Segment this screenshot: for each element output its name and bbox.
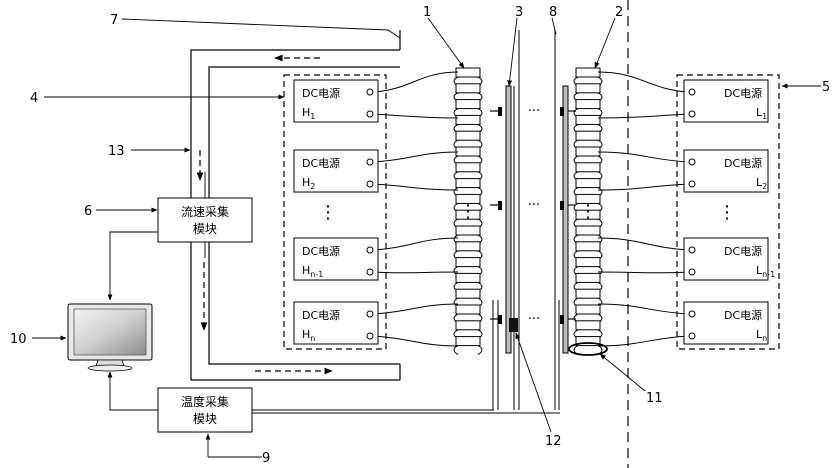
svg-text:···: ··· [528, 198, 540, 213]
right-stack-ellipsis: ⋮ [579, 201, 597, 222]
dc-power-label: DC电源 [302, 308, 340, 322]
wire-right-bottom [598, 114, 689, 118]
label-2: 2 [615, 5, 623, 20]
terminal-positive [367, 311, 373, 317]
dc-power-label: DC电源 [724, 86, 762, 100]
label-5: 5 [822, 80, 830, 95]
sensor-block [509, 318, 518, 332]
terminal-negative [367, 269, 373, 275]
wire-right-top [598, 304, 689, 314]
left-dc-source-3: DC电源Hn-1 [294, 238, 378, 280]
terminal-negative [689, 333, 695, 339]
wire-right-top [598, 72, 689, 92]
monitor-icon [68, 304, 152, 371]
right-stack-module-18 [574, 337, 602, 355]
svg-text:模块: 模块 [193, 222, 217, 236]
terminal-negative [367, 181, 373, 187]
wire-right-bottom [598, 336, 689, 346]
hot-plate [506, 86, 511, 353]
right-dc-source-4: DC电源Ln [684, 302, 768, 344]
left-stack-module-12 [454, 242, 482, 260]
svg-text:···: ··· [528, 104, 540, 119]
left-stack-ellipsis: ⋮ [459, 201, 477, 222]
right-stack-module-14 [574, 273, 602, 291]
terminal-positive [689, 89, 695, 95]
dc-power-label: DC电源 [302, 86, 340, 100]
label-6: 6 [84, 204, 92, 219]
dc-power-label: DC电源 [724, 156, 762, 170]
left-stack-module-17 [454, 321, 482, 339]
right-stack-module-12 [574, 242, 602, 260]
wire-right-bottom [598, 184, 689, 190]
right-source-ellipsis: ⋮ [718, 202, 736, 223]
plates [490, 30, 576, 410]
dc-power-label: DC电源 [302, 244, 340, 258]
terminal-negative [689, 181, 695, 187]
svg-text:模块: 模块 [193, 412, 217, 426]
temperature-sampling-module: 温度采集 模块 [158, 388, 252, 432]
label-7: 7 [110, 13, 118, 28]
dc-power-label: DC电源 [724, 308, 762, 322]
right-dc-source-3: DC电源Ln-1 [684, 238, 775, 280]
svg-text:···: ··· [528, 312, 540, 327]
dc-power-label: DC电源 [724, 244, 762, 258]
wire-right-bottom [598, 272, 689, 273]
wire-right-top [598, 238, 689, 250]
svg-text:流速采集: 流速采集 [181, 204, 229, 219]
left-stack-module-14 [454, 273, 482, 291]
label-4: 4 [30, 91, 38, 106]
left-stack-module-18 [454, 337, 482, 355]
svg-text:温度采集: 温度采集 [181, 394, 229, 409]
terminal-positive [367, 159, 373, 165]
terminal-positive [367, 89, 373, 95]
terminal-positive [689, 159, 695, 165]
left-dc-source-2: DC电源H2 [294, 150, 378, 192]
cold-plate [563, 86, 568, 353]
horizontal-ellipsis: ··· ··· ··· [528, 104, 540, 327]
label-13: 13 [108, 144, 125, 159]
terminal-positive [689, 247, 695, 253]
right-dc-source-2: DC电源L2 [684, 150, 768, 192]
label-10: 10 [10, 332, 27, 347]
label-3: 3 [515, 5, 523, 20]
label-11: 11 [646, 391, 663, 406]
label-8: 8 [549, 5, 557, 20]
left-source-ellipsis: ⋮ [319, 202, 337, 223]
terminal-negative [689, 111, 695, 117]
wire-right-top [598, 152, 689, 162]
left-dc-source-4: DC电源Hn [294, 302, 378, 344]
terminal-negative [689, 269, 695, 275]
label-9: 9 [262, 451, 270, 466]
right-dc-source-1: DC电源L1 [684, 80, 768, 122]
label-1: 1 [423, 5, 431, 20]
dc-power-label: DC电源 [302, 156, 340, 170]
terminal-positive [367, 247, 373, 253]
wire-left-bottom [373, 272, 458, 273]
terminal-negative [367, 111, 373, 117]
terminal-positive [689, 311, 695, 317]
right-stack-module-17 [574, 321, 602, 339]
flow-sampling-module: 流速采集 模块 [158, 198, 252, 242]
terminal-negative [367, 333, 373, 339]
left-dc-source-1: DC电源H1 [294, 80, 378, 122]
label-12: 12 [545, 434, 562, 449]
